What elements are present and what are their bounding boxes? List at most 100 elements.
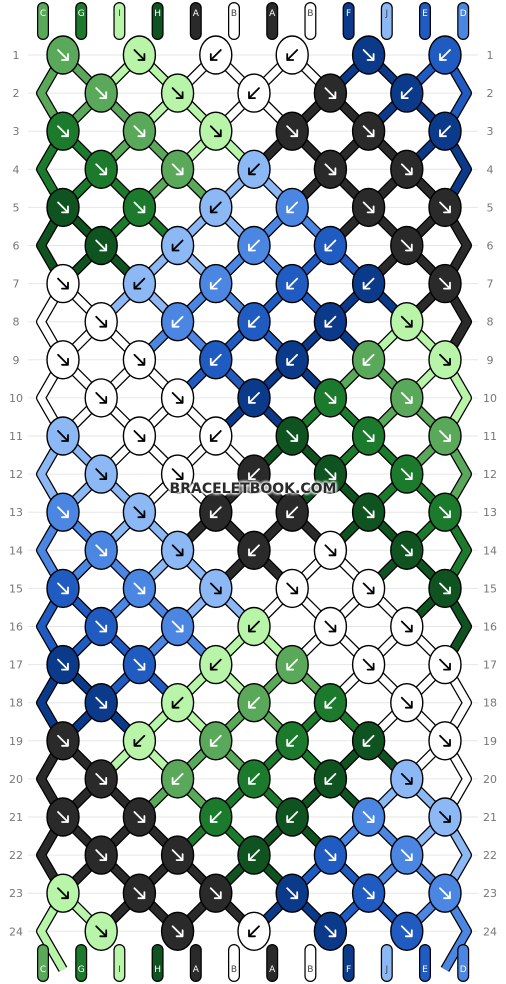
forward-knot-arrow-icon xyxy=(286,887,299,900)
knot xyxy=(351,416,386,456)
knot xyxy=(122,35,157,75)
knot xyxy=(237,911,271,951)
row-label-left: 12 xyxy=(9,468,23,481)
backward-knot-arrow-icon xyxy=(400,87,413,99)
row-label-left: 1 xyxy=(13,49,20,62)
knot xyxy=(390,911,424,951)
knot xyxy=(275,644,309,685)
knot xyxy=(84,73,118,113)
forward-knot-arrow-icon xyxy=(171,87,184,99)
forward-knot-arrow-icon xyxy=(57,658,69,671)
forward-knot-arrow-icon xyxy=(362,887,375,900)
forward-knot-arrow-icon xyxy=(133,811,146,823)
forward-knot-arrow-icon xyxy=(57,201,69,214)
knot xyxy=(237,73,271,113)
knot xyxy=(122,721,157,761)
bottom-string-letter: C xyxy=(40,965,46,975)
forward-knot-arrow-icon xyxy=(439,582,451,595)
backward-knot-arrow-icon xyxy=(286,811,299,823)
forward-knot-arrow-icon xyxy=(400,849,413,861)
knot xyxy=(46,111,80,151)
knot xyxy=(46,568,80,609)
knot xyxy=(275,263,309,304)
forward-knot-arrow-icon xyxy=(439,430,451,442)
knot xyxy=(122,111,157,151)
forward-knot-arrow-icon xyxy=(57,887,69,900)
knot xyxy=(122,873,157,913)
row-label-left: 14 xyxy=(9,544,23,557)
row-label-right: 6 xyxy=(487,240,494,253)
row-label-left: 21 xyxy=(9,811,23,824)
knot xyxy=(313,73,348,113)
backward-knot-arrow-icon xyxy=(171,773,184,785)
knot xyxy=(199,187,233,228)
forward-knot-arrow-icon xyxy=(133,353,146,366)
knot xyxy=(275,187,309,228)
row-label-right: 20 xyxy=(483,773,497,786)
row-label-right: 23 xyxy=(483,887,497,900)
row-label-left: 4 xyxy=(13,163,20,176)
knot xyxy=(428,35,462,75)
forward-knot-arrow-icon xyxy=(171,620,184,633)
knot xyxy=(160,911,195,951)
backward-knot-arrow-icon xyxy=(286,353,299,366)
forward-knot-arrow-icon xyxy=(400,925,413,938)
knot xyxy=(122,492,157,532)
backward-knot-arrow-icon xyxy=(248,544,260,557)
bottom-string-letter: E xyxy=(422,965,428,975)
knot xyxy=(428,187,462,228)
knot xyxy=(122,263,157,304)
knot xyxy=(199,721,233,761)
row-label-right: 14 xyxy=(483,544,497,557)
backward-knot-arrow-icon xyxy=(286,201,299,214)
knot xyxy=(122,187,157,228)
knot xyxy=(275,873,309,913)
forward-knot-arrow-icon xyxy=(362,49,375,61)
backward-knot-arrow-icon xyxy=(324,696,337,709)
row-label-right: 16 xyxy=(483,621,497,634)
knot xyxy=(390,530,424,570)
forward-knot-arrow-icon xyxy=(439,506,451,519)
backward-knot-arrow-icon xyxy=(286,277,299,290)
row-label-right: 9 xyxy=(487,354,494,367)
top-string-letter: A xyxy=(193,9,200,19)
row-label-right: 11 xyxy=(483,430,497,443)
top-string-letter: B xyxy=(307,9,313,19)
knot xyxy=(275,416,309,456)
knot xyxy=(46,263,80,304)
knot xyxy=(313,378,348,418)
knot xyxy=(46,492,80,532)
knot xyxy=(428,797,462,837)
forward-knot-arrow-icon xyxy=(57,734,69,747)
row-label-left: 24 xyxy=(9,925,23,938)
forward-knot-arrow-icon xyxy=(95,468,108,481)
knot xyxy=(237,759,271,799)
backward-knot-arrow-icon xyxy=(209,277,222,290)
backward-knot-arrow-icon xyxy=(248,925,260,938)
knot xyxy=(237,454,271,494)
forward-knot-arrow-icon xyxy=(171,163,184,176)
backward-knot-arrow-icon xyxy=(248,696,260,709)
forward-knot-arrow-icon xyxy=(95,315,108,328)
backward-knot-arrow-icon xyxy=(324,239,337,252)
knot xyxy=(390,683,424,723)
knot-grid xyxy=(46,35,462,951)
knot xyxy=(199,644,233,685)
row-label-left: 18 xyxy=(9,697,23,710)
forward-knot-arrow-icon xyxy=(57,49,69,61)
knot xyxy=(160,835,195,875)
knot xyxy=(275,492,309,532)
knot xyxy=(199,873,233,913)
row-label-left: 20 xyxy=(9,773,23,786)
knot xyxy=(428,873,462,913)
forward-knot-arrow-icon xyxy=(400,239,413,252)
forward-knot-arrow-icon xyxy=(95,239,108,252)
forward-knot-arrow-icon xyxy=(400,544,413,557)
forward-knot-arrow-icon xyxy=(133,430,146,442)
knot xyxy=(275,35,309,75)
forward-knot-arrow-icon xyxy=(133,49,146,61)
backward-knot-arrow-icon xyxy=(248,87,260,99)
knot xyxy=(237,378,271,418)
bottom-string-letter: F xyxy=(346,965,351,975)
top-string-letter: E xyxy=(422,9,428,19)
